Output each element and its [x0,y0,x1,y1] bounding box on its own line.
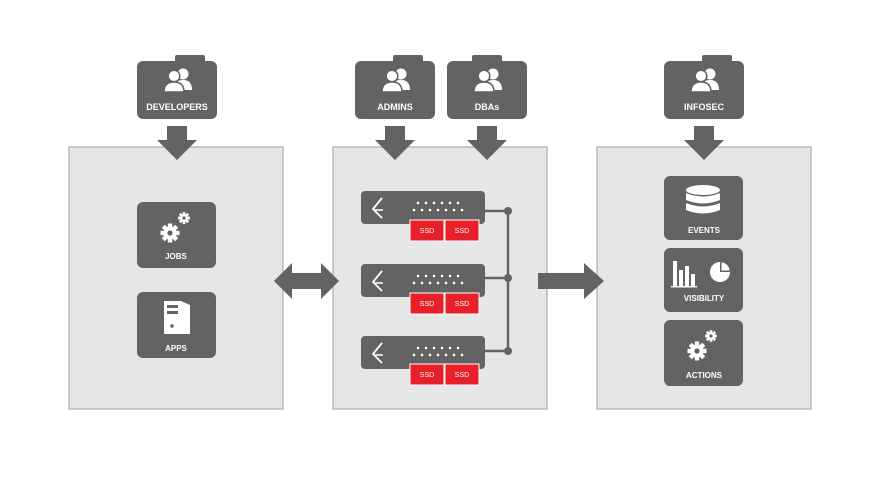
visibility-tile: VISIBILITY [664,248,743,312]
infosec-label: INFOSEC [684,102,725,112]
database-icon [686,185,720,214]
server-3: SSD SSD [361,336,485,386]
ssd-label: SSD [420,301,434,308]
ssd-label: SSD [420,228,434,235]
server-tower-icon [164,301,190,334]
infosec-role: INFOSEC [664,55,744,160]
led-dots-icon [412,201,464,212]
jobs-tile: JOBS [137,202,216,268]
analytics-icon [671,261,730,288]
down-arrow-icon [684,126,724,160]
aerospike-logo-icon [371,342,383,364]
ssd-chip [444,363,480,386]
dbas-label: DBAs [475,102,500,112]
admins-label: ADMINS [377,102,413,112]
visibility-label: VISIBILITY [684,294,725,303]
events-tile: EVENTS [664,176,743,240]
actions-label: ACTIONS [686,371,723,380]
down-arrow-icon [375,126,415,160]
ssd-chip [444,292,480,315]
down-arrow-icon [157,126,197,160]
ssd-chip [409,219,445,242]
ssd-label: SSD [455,301,469,308]
dbas-role: DBAs [447,55,527,160]
server-1: SSD SSD [361,191,485,242]
developers-role: DEVELOPERS [137,55,217,160]
aerospike-logo-icon [371,197,383,219]
apps-tile: APPS [137,292,216,358]
down-arrow-icon [467,126,507,160]
bidirectional-arrow-icon [274,263,339,299]
ssd-label: SSD [455,228,469,235]
apps-label: APPS [165,344,187,353]
ssd-chip [409,292,445,315]
ssd-label: SSD [420,372,434,379]
led-dots-icon [412,274,464,285]
ssd-chip [409,363,445,386]
cluster-connector [485,207,512,355]
aerospike-logo-icon [371,270,383,292]
led-dots-icon [412,346,464,357]
events-label: EVENTS [688,226,721,235]
right-arrow-icon [538,263,604,299]
jobs-label: JOBS [165,252,187,261]
developers-label: DEVELOPERS [146,102,208,112]
developers-panel [68,146,284,410]
ssd-chip [444,219,480,242]
admins-role: ADMINS [355,55,435,160]
actions-tile: ACTIONS [664,320,743,386]
server-2: SSD SSD [361,264,485,315]
ssd-label: SSD [455,372,469,379]
